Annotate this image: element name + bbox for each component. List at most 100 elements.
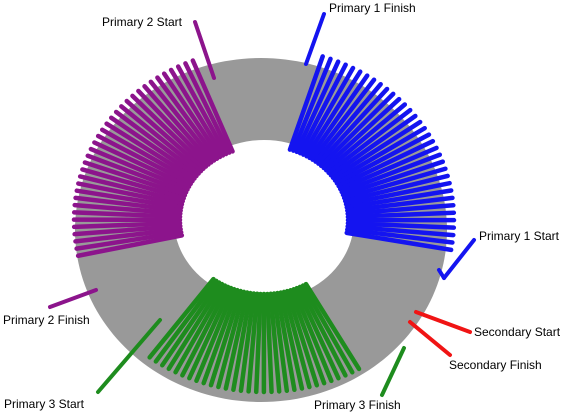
primary-1-turn [301, 65, 356, 157]
primary-1-turn [338, 145, 439, 192]
primary-1-start-lead-b [437, 268, 446, 280]
primary-3-turn [231, 290, 253, 393]
primary-1-turn [313, 81, 383, 164]
primary-2-turn [74, 230, 184, 251]
primary-1-turn [336, 138, 436, 189]
primary-3-turn [160, 280, 222, 368]
primary-2-turn [95, 133, 193, 187]
primary-1-turn [340, 159, 445, 198]
primary-2-turn [92, 140, 192, 189]
primary-2-start-lead [193, 20, 216, 80]
primary-2-turn [155, 75, 220, 161]
primary-3-turn [194, 286, 237, 384]
primary-1-turn [316, 86, 390, 166]
primary-1-turn [330, 119, 423, 181]
label-primary-3-finish: Primary 3 Finish [314, 398, 401, 412]
primary-2-turn [72, 223, 183, 237]
label-secondary-finish: Secondary Finish [449, 358, 542, 372]
primary-1-turn [343, 180, 452, 207]
primary-2-turn [72, 202, 183, 216]
primary-2-turn [74, 188, 184, 210]
primary-3-turn [303, 281, 362, 372]
primary-3-turn [300, 283, 355, 375]
primary-3-turn [288, 287, 327, 386]
primary-2-turn [88, 146, 190, 192]
label-primary-1-start: Primary 1 Start [479, 229, 560, 243]
primary-2-turn [124, 98, 206, 172]
primary-1-turn [341, 166, 448, 201]
primary-3-turn [187, 285, 234, 381]
primary-2-turn [104, 121, 197, 181]
primary-1-turn [345, 203, 456, 216]
primary-1-turn [334, 132, 432, 186]
primary-1-turn [328, 113, 418, 178]
primary-3-turn [201, 287, 240, 386]
primary-2-turn [190, 58, 235, 154]
primary-2-turn [130, 93, 209, 169]
primary-3-start-lead [96, 318, 162, 394]
primary-1-turn [318, 91, 396, 168]
primary-2-finish-lead [48, 288, 98, 309]
primary-3-turn [291, 286, 334, 384]
primary-3-turn [253, 291, 263, 395]
primary-3-turn [173, 283, 228, 375]
label-primary-2-finish: Primary 2 Finish [3, 313, 90, 327]
primary-3-turn [153, 278, 219, 364]
primary-3-turn [216, 289, 247, 390]
primary-2-turn [168, 67, 226, 158]
primary-1-turn [345, 195, 455, 213]
primary-3-turn [271, 291, 290, 394]
primary-1-winding [287, 54, 457, 253]
primary-3-turn [278, 290, 305, 391]
primary-3-turn [166, 281, 225, 372]
primary-1-turn [291, 56, 333, 153]
primary-3-turn [268, 291, 282, 394]
primary-2-turn [80, 167, 186, 201]
label-secondary-start: Secondary Start [474, 325, 561, 339]
winding-leads [48, 12, 476, 397]
primary-3-turn [180, 284, 231, 378]
primary-3-turn [275, 290, 297, 393]
primary-1-turn [307, 73, 370, 161]
primary-1-finish-lead [304, 12, 326, 66]
primary-2-turn [161, 71, 223, 160]
primary-2-turn [99, 127, 195, 184]
primary-3-finish-lead [380, 346, 406, 397]
primary-3-turn [297, 284, 348, 378]
primary-3-turn [246, 291, 260, 394]
primary-2-turn [82, 160, 188, 198]
primary-1-turn [297, 62, 348, 156]
label-primary-3-start: Primary 3 Start [4, 397, 85, 411]
primary-3-turn [223, 290, 250, 391]
primary-2-turn [77, 174, 185, 204]
primary-2-winding [71, 58, 235, 259]
primary-1-turn [321, 96, 402, 171]
primary-2-turn [73, 195, 183, 213]
primary-1-turn [310, 77, 377, 162]
primary-1-turn [287, 54, 325, 152]
label-primary-2-start: Primary 2 Start [102, 15, 183, 29]
primary-2-turn [142, 84, 214, 165]
primary-1-turn [304, 69, 363, 159]
primary-1-turn [345, 210, 457, 220]
primary-2-turn [183, 61, 232, 155]
label-primary-1-finish: Primary 1 Finish [329, 1, 416, 15]
secondary-start-lead [414, 310, 472, 334]
primary-1-turn [345, 227, 455, 245]
primary-2-turn [108, 115, 199, 179]
primary-2-turn [119, 104, 204, 174]
primary-3-turn [238, 291, 257, 393]
primary-1-start-lead-a [442, 238, 476, 280]
primary-1-turn [345, 224, 456, 238]
secondary-finish-lead [408, 320, 452, 357]
primary-1-turn [342, 173, 450, 204]
primary-1-turn [344, 188, 454, 210]
primary-2-turn [73, 226, 183, 244]
primary-2-turn [85, 153, 189, 195]
primary-2-turn [175, 64, 229, 157]
primary-1-turn [326, 107, 413, 175]
primary-1-turn [339, 152, 443, 195]
primary-3-turn [265, 291, 274, 395]
primary-1-turn [344, 230, 454, 253]
